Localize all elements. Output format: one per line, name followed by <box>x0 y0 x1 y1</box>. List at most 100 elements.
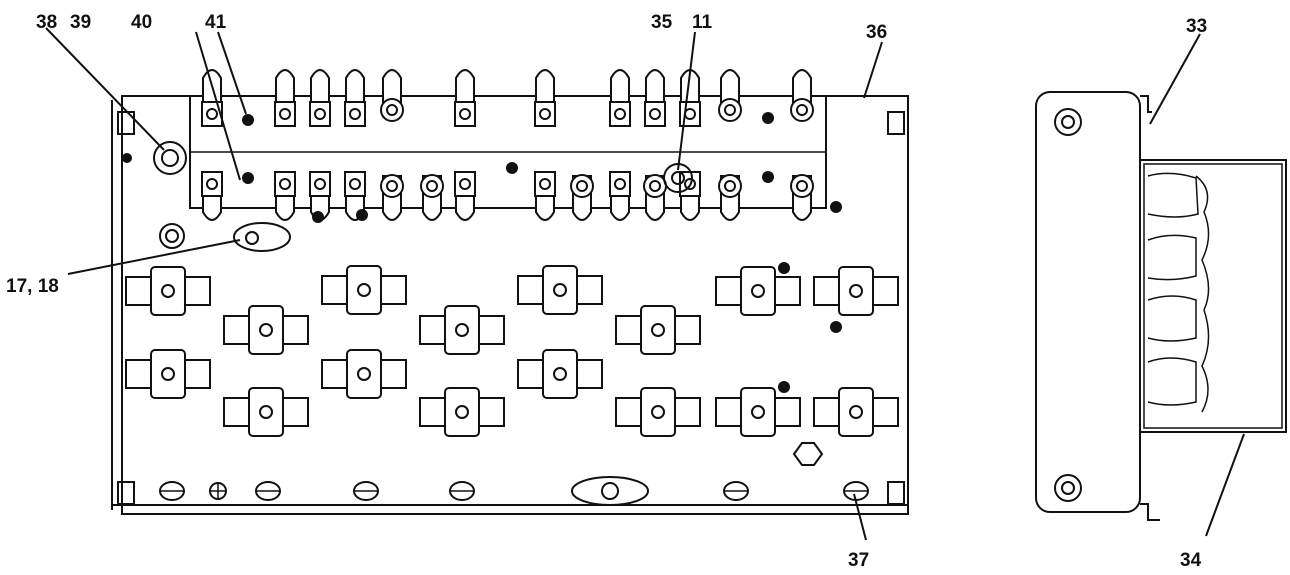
terminal-lug <box>535 69 555 109</box>
top-terminal-lugs <box>201 69 814 127</box>
block-screw <box>161 284 175 298</box>
block-clamp <box>248 305 284 355</box>
leader-38 <box>45 27 165 151</box>
block-screw <box>849 405 863 419</box>
terminal-lug <box>310 69 330 109</box>
bottom-row-hardware <box>159 476 869 506</box>
side-panel <box>1035 91 1141 513</box>
block-clamp <box>346 349 382 399</box>
callout-37: 37 <box>848 550 869 571</box>
lug-screw <box>539 178 551 190</box>
screw <box>312 211 324 223</box>
block-screw <box>751 284 765 298</box>
lug-screw <box>386 180 398 192</box>
terminal-lug <box>275 69 295 109</box>
lug-screw <box>459 178 471 190</box>
screw <box>762 112 774 124</box>
lug-screw <box>796 104 808 116</box>
terminal-lug <box>720 69 740 109</box>
lug-screw <box>459 108 471 120</box>
leader-33 <box>1149 33 1201 125</box>
lug-clamp <box>201 171 223 197</box>
callout-36: 36 <box>866 22 887 43</box>
center-clamp <box>571 476 649 506</box>
callout-34: 34 <box>1180 550 1202 571</box>
block-screw <box>751 405 765 419</box>
leader-17-18 <box>67 239 241 275</box>
leader-41 <box>217 31 247 115</box>
grommet-38-inner <box>161 149 179 167</box>
block-screw <box>849 284 863 298</box>
lug-screw <box>724 104 736 116</box>
lug-clamp <box>274 101 296 127</box>
block-screw <box>357 283 371 297</box>
lug-screw <box>684 178 696 190</box>
callout-39: 39 <box>70 12 91 33</box>
side-screw-bottom-inner <box>1061 481 1075 495</box>
screw <box>778 262 790 274</box>
block-screw <box>651 405 665 419</box>
lug-clamp <box>609 171 631 197</box>
screw-41 <box>242 114 254 126</box>
lug-screw <box>576 180 588 192</box>
block-screw <box>259 405 273 419</box>
block-clamp <box>740 266 776 316</box>
leader-40 <box>195 31 241 181</box>
callout-38: 38 <box>36 12 57 33</box>
lug-clamp <box>454 101 476 127</box>
lug-clamp <box>274 171 296 197</box>
component-blocks <box>125 265 899 437</box>
terminal-lug <box>455 69 475 109</box>
right-bottom-bracket <box>887 481 905 505</box>
block-screw <box>357 367 371 381</box>
callout-33: 33 <box>1186 16 1207 37</box>
lug-eyelet <box>718 98 742 122</box>
lug-screw <box>796 180 808 192</box>
side-screw-bottom <box>1054 474 1082 502</box>
screw <box>830 201 842 213</box>
lug-eyelet <box>790 98 814 122</box>
lug-screw <box>206 178 218 190</box>
lug-eyelet <box>380 174 404 198</box>
block-clamp <box>346 265 382 315</box>
leader-36 <box>863 41 883 99</box>
lug-screw <box>614 108 626 120</box>
lug-screw <box>349 178 361 190</box>
lug-screw <box>539 108 551 120</box>
block-clamp <box>640 387 676 437</box>
lug-clamp <box>534 171 556 197</box>
lug-eyelet <box>790 174 814 198</box>
hex-screw <box>353 481 379 501</box>
block-clamp <box>838 387 874 437</box>
block-clamp <box>542 349 578 399</box>
lug-clamp <box>534 101 556 127</box>
block-clamp <box>838 266 874 316</box>
block-clamp <box>542 265 578 315</box>
center-clamp-nut <box>601 482 619 500</box>
lug-screw <box>614 178 626 190</box>
lug-eyelet <box>643 174 667 198</box>
block-screw <box>161 367 175 381</box>
lug-screw <box>724 180 736 192</box>
lug-screw <box>314 178 326 190</box>
screw-40 <box>242 172 254 184</box>
screw <box>506 162 518 174</box>
callout-11: 11 <box>692 12 713 33</box>
lug-clamp <box>309 171 331 197</box>
block-clamp <box>248 387 284 437</box>
lug-clamp <box>609 101 631 127</box>
block-clamp <box>444 305 480 355</box>
terminal-lug <box>382 69 402 109</box>
lug-clamp <box>344 101 366 127</box>
lug-clamp <box>201 101 223 127</box>
lug-clamp <box>644 101 666 127</box>
small-screw <box>122 153 132 163</box>
lug-screw <box>649 108 661 120</box>
lug-screw <box>206 108 218 120</box>
hex-screw <box>723 481 749 501</box>
lug-clamp <box>309 101 331 127</box>
block-screw <box>259 323 273 337</box>
nut-35-inner <box>671 171 685 185</box>
hex-nut <box>792 442 824 466</box>
lug-screw <box>314 108 326 120</box>
